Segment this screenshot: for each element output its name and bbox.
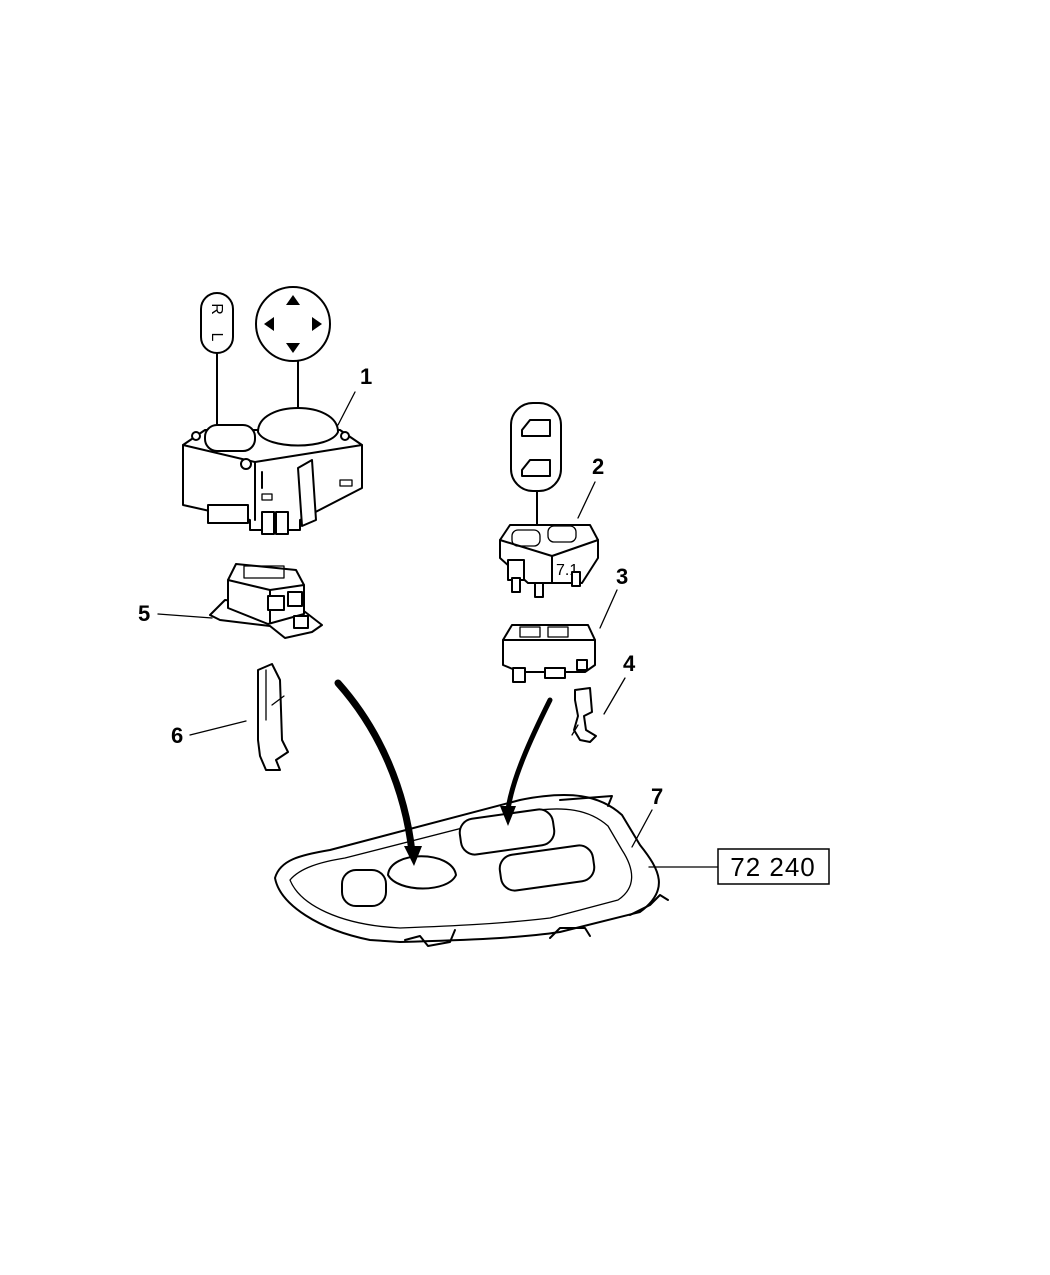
leader-lines: [157, 391, 719, 868]
callout-labels: 1 2 3 4 5 6 7: [138, 364, 663, 809]
arrow-left-icon: [264, 317, 274, 331]
rocker-l-label: L: [208, 333, 225, 342]
part-2-window-switch: 7.1: [499, 402, 599, 598]
callout-4: 4: [623, 651, 636, 676]
part-5-connector: [209, 563, 323, 639]
window-up-icon: [521, 419, 551, 437]
callout-7: 7: [651, 784, 663, 809]
callout-6: 6: [171, 723, 183, 748]
four-way-arrow-symbol: [255, 286, 331, 411]
window-switch-symbol: [510, 402, 562, 531]
arrow-up-icon: [286, 295, 300, 305]
assembly-arrow-left: [334, 679, 422, 866]
window-switch-body: 7.1: [499, 524, 599, 598]
callout-3: 3: [616, 564, 628, 589]
arrow-right-icon: [312, 317, 322, 331]
part-1-mirror-switch: R L: [182, 286, 363, 535]
part-6-terminal: [257, 663, 289, 771]
mirror-switch-housing: [182, 407, 363, 535]
reference-number: 72 240: [730, 852, 816, 882]
assembly-arrow-right: [500, 697, 553, 826]
rocker-r-label: R: [208, 303, 225, 315]
reference-number-box: 72 240: [717, 848, 830, 885]
part-7-console-bezel: [274, 794, 669, 947]
part-4-terminal: [571, 687, 597, 743]
arrow-down-icon: [286, 343, 300, 353]
lr-selector-symbol: R L: [200, 292, 234, 431]
callout-1: 1: [360, 364, 372, 389]
window-down-icon: [521, 459, 551, 477]
part-3-connector: [502, 624, 596, 683]
callout-5: 5: [138, 601, 150, 626]
callout-2: 2: [592, 454, 604, 479]
